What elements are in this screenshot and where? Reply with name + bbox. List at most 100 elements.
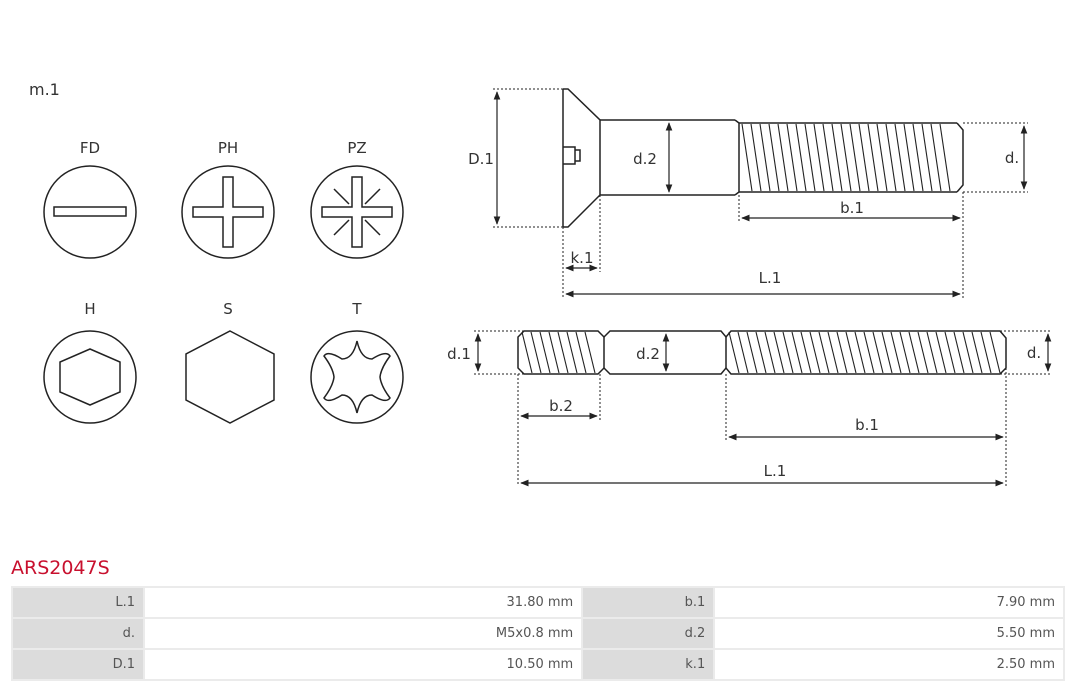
thread-line [858, 123, 870, 192]
thread-line [575, 331, 587, 374]
thread-line [818, 331, 830, 374]
thread-line [890, 331, 902, 374]
thread-line [791, 331, 803, 374]
countersunk-screw-drawing: D.1 d.2 d. b.1 k.1 L.1 [468, 88, 1028, 298]
thread-line [795, 123, 807, 192]
thread-line [989, 331, 1001, 374]
stud-thread-diameter-label: d. [1027, 344, 1041, 362]
thread-line [786, 123, 798, 192]
phillips-drive-icon [181, 165, 275, 259]
thread-line [863, 331, 875, 374]
part-number-title: ARS2047S [11, 557, 110, 579]
thread-line [566, 331, 578, 374]
thread-line [939, 123, 951, 192]
head-type-label-h: H [84, 300, 95, 318]
screw-shank-diameter-label: d.2 [633, 150, 657, 168]
head-type-label-t: T [351, 300, 362, 318]
hex-socket-drive-icon [43, 330, 137, 424]
thread-line [777, 123, 789, 192]
thread-line [971, 331, 983, 374]
thread-line [741, 123, 753, 192]
screw-head-diameter-label: D.1 [468, 150, 494, 168]
spec-value: 7.90 mm [715, 588, 1063, 617]
screw-dimension-diagram: m.1 FD PH PZ H S T [29, 80, 1052, 487]
thread-line [827, 331, 839, 374]
spec-value: 10.50 mm [145, 650, 582, 679]
thread-line [836, 331, 848, 374]
thread-line [867, 123, 879, 192]
head-type-label-s: S [223, 300, 233, 318]
thread-line [804, 123, 816, 192]
stud-middle-diameter-label: d.2 [636, 345, 660, 363]
head-type-label-fd: FD [80, 139, 100, 157]
stud-long-thread-length-label: b.1 [855, 416, 879, 434]
spec-value: 5.50 mm [715, 619, 1063, 648]
screw-head-height-label: k.1 [571, 249, 594, 267]
slotted-drive-icon [43, 165, 137, 259]
thread-line [885, 123, 897, 192]
thread-line [773, 331, 785, 374]
spec-value: 31.80 mm [145, 588, 582, 617]
spec-table: L.1 31.80 mm b.1 7.90 mm d. M5x0.8 mm d.… [11, 586, 1065, 681]
thread-line [557, 331, 569, 374]
hex-head-icon [185, 330, 275, 424]
thread-line [926, 331, 938, 374]
thread-line [764, 331, 776, 374]
thread-line [881, 331, 893, 374]
thread-line [813, 123, 825, 192]
thread-line [872, 331, 884, 374]
thread-line [894, 123, 906, 192]
spec-key: D.1 [13, 650, 143, 679]
spec-value: 2.50 mm [715, 650, 1063, 679]
thread-line [935, 331, 947, 374]
spec-key: d.2 [583, 619, 714, 648]
head-type-label-ph: PH [218, 139, 238, 157]
spec-key: L.1 [13, 588, 143, 617]
screw-total-length-label: L.1 [759, 269, 782, 287]
thread-line [584, 331, 596, 374]
thread-line [930, 123, 942, 192]
thread-line [908, 331, 920, 374]
torx-drive-icon [310, 330, 404, 424]
thread-line [800, 331, 812, 374]
thread-line [782, 331, 794, 374]
stud-drawing: d.1 d.2 d. b.2 b.1 L.1 [447, 330, 1052, 487]
stud-short-thread-length-label: b.2 [549, 397, 573, 415]
thread-line [921, 123, 933, 192]
thread-line [539, 331, 551, 374]
thread-line [899, 331, 911, 374]
thread-line [953, 331, 965, 374]
stud-end-diameter-label: d.1 [447, 345, 471, 363]
thread-line [849, 123, 861, 192]
thread-line [831, 123, 843, 192]
thread-line [917, 331, 929, 374]
thread-line [548, 331, 560, 374]
spec-value: M5x0.8 mm [145, 619, 582, 648]
model-label: m.1 [29, 80, 60, 99]
table-row: L.1 31.80 mm b.1 7.90 mm [13, 588, 1063, 617]
thread-line [759, 123, 771, 192]
thread-line [980, 331, 992, 374]
thread-line [944, 331, 956, 374]
table-row: d. M5x0.8 mm d.2 5.50 mm [13, 619, 1063, 648]
thread-line [737, 331, 749, 374]
pozidriv-drive-icon [310, 165, 404, 259]
thread-line [962, 331, 974, 374]
stud-total-length-label: L.1 [764, 462, 787, 480]
screw-thread-length-label: b.1 [840, 199, 864, 217]
thread-line [746, 331, 758, 374]
table-row: D.1 10.50 mm k.1 2.50 mm [13, 650, 1063, 679]
thread-line [876, 123, 888, 192]
thread-line [750, 123, 762, 192]
thread-line [822, 123, 834, 192]
thread-line [903, 123, 915, 192]
thread-line [854, 331, 866, 374]
spec-key: d. [13, 619, 143, 648]
thread-line [845, 331, 857, 374]
thread-line [840, 123, 852, 192]
thread-line [809, 331, 821, 374]
spec-key: b.1 [583, 588, 714, 617]
head-type-label-pz: PZ [347, 139, 366, 157]
thread-line [768, 123, 780, 192]
thread-line [912, 123, 924, 192]
